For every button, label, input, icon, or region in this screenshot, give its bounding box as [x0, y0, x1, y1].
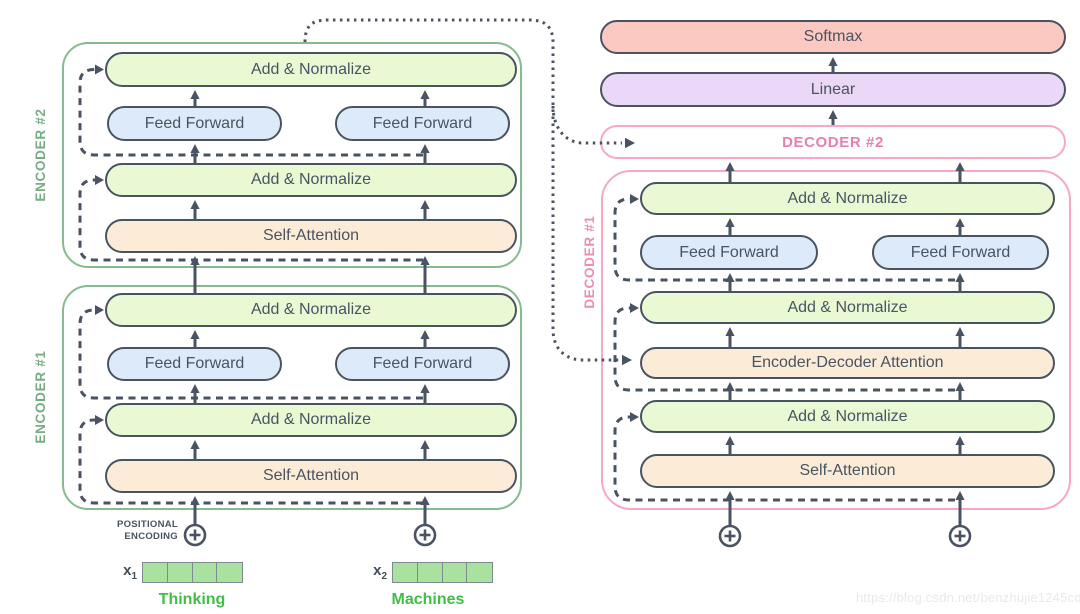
encoder1-self-attention: Self-Attention	[105, 459, 517, 493]
circle-plus-icon	[413, 523, 437, 547]
encoder2-feed-forward-left: Feed Forward	[107, 106, 282, 141]
encoder1-add-normalize-mid: Add & Normalize	[105, 403, 517, 437]
word-text: Thinking	[158, 591, 226, 608]
decoder1-encoder-decoder-attention: Encoder-Decoder Attention	[640, 347, 1055, 379]
pill-label: Feed Forward	[679, 243, 779, 261]
pill-label: Feed Forward	[144, 114, 245, 132]
subscript: 1	[131, 571, 137, 582]
watermark-text: https://blog.csdn.net/benzhujie1245com	[856, 590, 1080, 605]
token1-word: Thinking	[122, 591, 262, 609]
positional-encoding-caption: POSITIONAL ENCODING	[88, 519, 178, 542]
symbol: x	[123, 562, 132, 579]
encoder2-add-normalize-top: Add & Normalize	[105, 52, 517, 87]
circle-plus-icon	[948, 524, 972, 548]
pill-label: Self-Attention	[799, 462, 896, 479]
pill-label: Add & Normalize	[787, 189, 908, 207]
encoder-2-stack-label: ENCODER #2	[31, 75, 49, 235]
label-text: DECODER #1	[581, 215, 597, 309]
pill-label: Encoder-Decoder Attention	[751, 354, 944, 371]
encoder1-feed-forward-right: Feed Forward	[335, 347, 510, 381]
token2-symbol: x2	[361, 562, 387, 582]
pill-label: Softmax	[803, 28, 863, 45]
decoder1-self-attention: Self-Attention	[640, 454, 1055, 488]
encoder1-add-normalize-top: Add & Normalize	[105, 293, 517, 327]
decoder1-add-normalize-top: Add & Normalize	[640, 182, 1055, 215]
token1-symbol: x1	[111, 562, 137, 582]
decoder1-add-normalize-bottom: Add & Normalize	[640, 400, 1055, 433]
pill-label: Self-Attention	[262, 467, 360, 484]
pill-label: Self-Attention	[262, 227, 360, 244]
encoder2-add-normalize-mid: Add & Normalize	[105, 163, 517, 197]
decoder-2-collapsed-pill: DECODER #2	[600, 125, 1066, 159]
encoder1-feed-forward-left: Feed Forward	[107, 347, 282, 381]
softmax-pill: Softmax	[600, 20, 1066, 54]
label-text: ENCODER #2	[32, 108, 48, 202]
pill-label: Feed Forward	[910, 243, 1011, 261]
pill-label: Add & Normalize	[250, 171, 372, 188]
label-text: ENCODER #1	[32, 350, 48, 444]
token2-word: Machines	[358, 591, 498, 609]
pill-label: Add & Normalize	[250, 301, 372, 318]
decoder1-feed-forward-left: Feed Forward	[640, 235, 818, 270]
pill-label: Feed Forward	[372, 114, 473, 132]
word-text: Machines	[391, 591, 465, 608]
pill-label: Linear	[810, 80, 856, 98]
encoder-1-stack-label: ENCODER #1	[31, 317, 49, 477]
pill-label: Add & Normalize	[250, 60, 372, 78]
pill-label: Feed Forward	[372, 355, 473, 372]
decoder1-feed-forward-right: Feed Forward	[872, 235, 1049, 270]
token1-embedding-vector	[142, 562, 243, 583]
decoder1-add-normalize-mid: Add & Normalize	[640, 291, 1055, 324]
decoder-2-label: DECODER #2	[782, 133, 884, 151]
pill-label: Add & Normalize	[250, 411, 372, 428]
watermark: https://blog.csdn.net/benzhujie1245com	[856, 590, 1080, 605]
symbol: x	[373, 562, 382, 579]
pill-label: Add & Normalize	[787, 407, 908, 425]
pill-label: Add & Normalize	[787, 298, 908, 316]
positional-add-icons	[183, 523, 972, 548]
encoder2-feed-forward-right: Feed Forward	[335, 106, 510, 141]
subscript: 2	[381, 571, 387, 582]
circle-plus-icon	[183, 523, 207, 547]
linear-pill: Linear	[600, 72, 1066, 107]
pill-label: Feed Forward	[144, 355, 245, 372]
decoder-1-stack-label: DECODER #1	[580, 182, 598, 342]
caption-line: POSITIONAL	[116, 519, 178, 530]
token2-embedding-vector	[392, 562, 493, 583]
encoder2-self-attention: Self-Attention	[105, 219, 517, 253]
circle-plus-icon	[718, 524, 742, 548]
caption-line: ENCODING	[124, 530, 178, 542]
